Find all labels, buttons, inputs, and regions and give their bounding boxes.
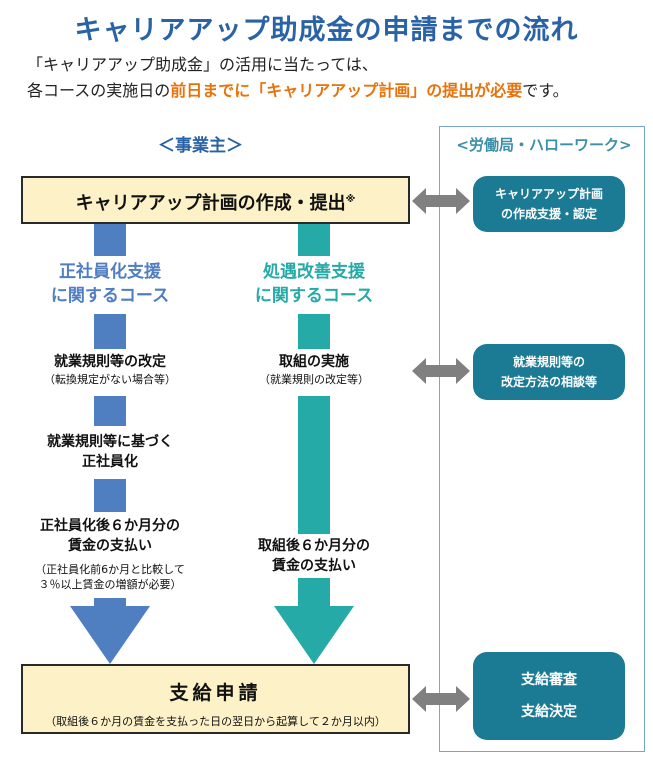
course-a-step-1-note: （転換規定がない場合等）: [44, 373, 176, 386]
intro-line-2-a: 各コースの実施日の: [27, 81, 171, 100]
course-a-bar-3: [94, 396, 126, 426]
course-b-title-line-2: に関するコース: [254, 286, 374, 306]
intro-text: 「キャリアアップ助成金」の活用に当たっては、 各コースの実施日の前日までに「キャ…: [27, 52, 647, 104]
course-b-step-2-line-1: 取組後６か月分の: [258, 538, 370, 554]
course-b-bar-2: [298, 314, 330, 349]
course-a-step-3: 正社員化後６か月分の 賃金の支払い （正社員化前6か月と比較して ３％以上賃金の…: [10, 516, 210, 592]
labor-pill-plan-support: キャリアアップ計画 の作成支援・認定: [473, 176, 625, 232]
labor-header: <労働局・ハローワーク>: [456, 136, 632, 154]
page-title: キャリアアップ助成金の申請までの流れ: [74, 15, 579, 46]
course-a-step-2-line-2: 正社員化: [82, 454, 138, 470]
course-a-step-3-line-2: 賃金の支払い: [68, 538, 152, 554]
course-a-step-3-line-1: 正社員化後６か月分の: [40, 518, 180, 534]
intro-line-2: 各コースの実施日の前日までに「キャリアアップ計画」の提出が必要です。: [27, 78, 647, 104]
labor-office-region: [439, 126, 645, 752]
plan-box: キャリアアップ計画の作成・提出※: [21, 176, 410, 224]
course-a-step-3-note-2: ３％以上賃金の増額が必要）: [38, 578, 182, 591]
course-a-title-line-1: 正社員化支援: [59, 262, 161, 282]
intro-line-1: 「キャリアアップ助成金」の活用に当たっては、: [27, 55, 378, 74]
labor-pill-2-line-1: 就業規則等の: [512, 355, 585, 369]
course-b-title-line-1: 処遇改善支援: [263, 262, 365, 282]
course-a-bar-2: [94, 314, 126, 349]
plan-box-label: キャリアアップ計画の作成・提出※: [23, 178, 408, 226]
course-a-bar-4: [94, 479, 126, 512]
final-box-label: 支給申請: [169, 682, 262, 704]
course-b-bar-3: [298, 396, 330, 534]
labor-pill-3-line-2: 支給決定: [521, 704, 577, 720]
intro-highlight: 前日までに「キャリアアップ計画」の提出が必要: [170, 81, 523, 100]
labor-pill-3-line-1: 支給審査: [521, 672, 577, 688]
final-box: 支給申請 （取組後６か月の賃金を支払った日の翌日から起算して２か月以内）: [21, 664, 410, 734]
double-arrow-3: [412, 686, 470, 712]
course-b-bar-4: [298, 578, 330, 610]
labor-pill-2-line-2: 改定方法の相談等: [500, 375, 597, 389]
employer-header: ＜事業主＞: [158, 136, 243, 156]
labor-pill-1-line-1: キャリアアップ計画: [494, 187, 603, 201]
course-a-step-2-line-1: 就業規則等に基づく: [47, 434, 173, 450]
course-a-arrow-head: [70, 606, 150, 664]
course-a-step-1-label: 就業規則等の改定: [54, 354, 166, 370]
course-a-title-line-2: に関するコース: [50, 286, 170, 306]
course-b-title: 処遇改善支援 に関するコース: [224, 260, 404, 308]
course-b-step-1: 取組の実施 （就業規則の改定等）: [214, 352, 414, 387]
course-b-step-2: 取組後６か月分の 賃金の支払い: [214, 536, 414, 576]
course-b-step-2-line-2: 賃金の支払い: [272, 558, 356, 574]
course-b-step-1-label: 取組の実施: [279, 354, 349, 370]
course-b-step-1-note: （就業規則の改定等）: [259, 373, 369, 386]
labor-pill-review: 支給審査 支給決定: [473, 652, 625, 740]
course-b-arrow-head: [274, 606, 354, 664]
course-a-step-2: 就業規則等に基づく 正社員化: [10, 432, 210, 472]
course-a-step-3-note-1: （正社員化前6か月と比較して: [35, 563, 185, 576]
plan-box-mark: ※: [345, 194, 356, 205]
course-a-title: 正社員化支援 に関するコース: [20, 260, 200, 308]
course-a-step-1: 就業規則等の改定 （転換規定がない場合等）: [10, 352, 210, 387]
plan-box-text: キャリアアップ計画の作成・提出: [75, 193, 346, 214]
double-arrow-1: [412, 188, 470, 214]
course-a-bar-1: [94, 224, 126, 256]
double-arrow-2: [412, 358, 470, 384]
final-box-note: （取組後６か月の賃金を支払った日の翌日から起算して２か月以内）: [45, 715, 386, 728]
labor-pill-1-line-2: の作成支援・認定: [500, 207, 597, 221]
labor-pill-consultation: 就業規則等の 改定方法の相談等: [473, 344, 625, 400]
course-b-bar-1: [298, 224, 330, 256]
intro-line-2-b: です。: [522, 81, 569, 100]
